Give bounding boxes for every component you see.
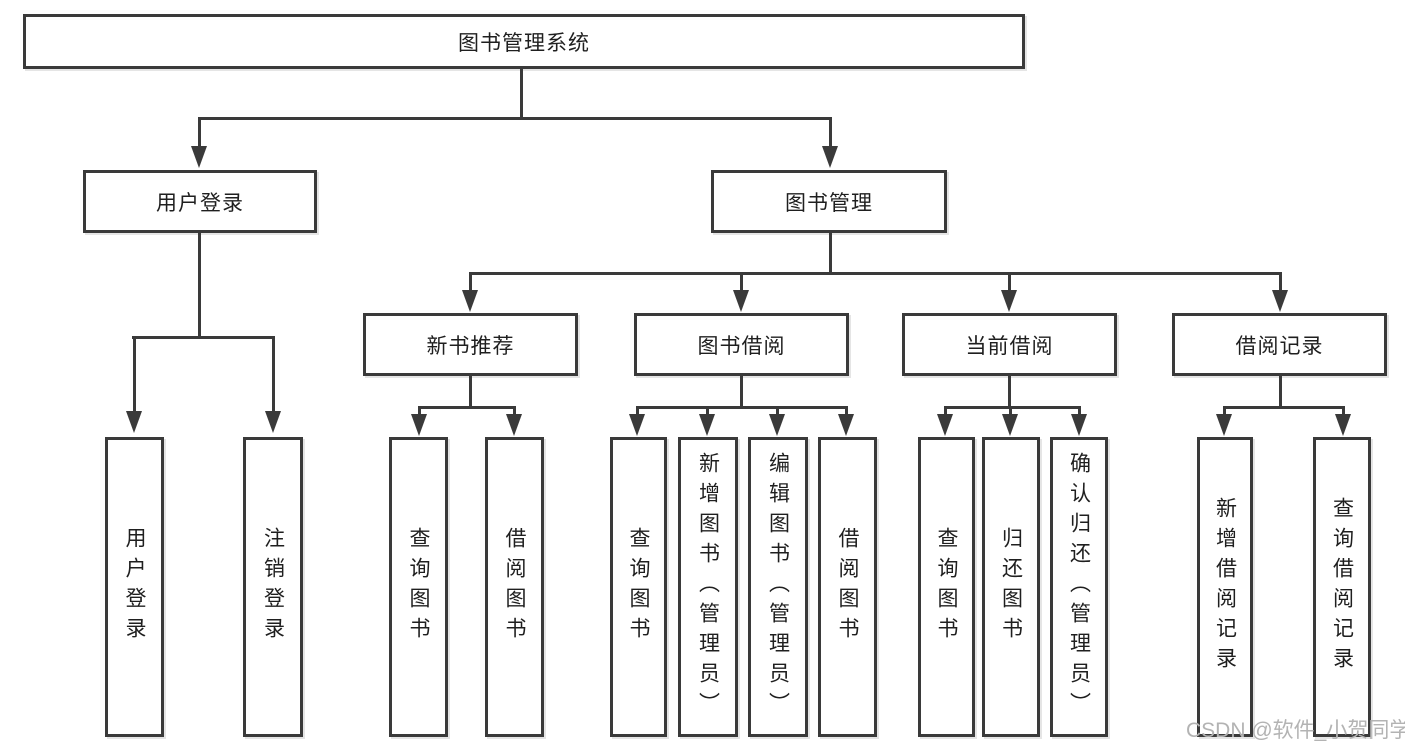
leaf-query-books-current: 查询图书 [918,437,975,737]
arrow-down-icon [937,414,953,436]
arrow-down-icon [1002,414,1018,436]
connector-leaf-shaft [1342,406,1345,414]
arrow-down-icon [1001,290,1017,312]
connector-leaf-shaft [944,406,947,414]
leaf-return-books: 归还图书 [982,437,1040,737]
connector-leaf-shaft [513,406,516,414]
connector-level2-rail [198,117,832,120]
connector-recommend-stem [469,376,472,408]
connector-group-shaft [1008,272,1011,290]
leaf-logout: 注销登录 [243,437,303,737]
connector-leaf-shaft [1009,406,1012,414]
connector-leaf-shaft [776,406,779,414]
connector-record-rail [1223,406,1345,409]
node-borrow-record-label: 借阅记录 [1235,334,1324,358]
connector-leaf-shaft [272,336,275,411]
node-user-login: 用户登录 [83,170,317,233]
leaf-add-borrow-record-label: 新增借阅记录 [1213,497,1237,677]
arrow-down-icon [769,414,785,436]
connector-leaf-shaft [1223,406,1226,414]
arrow-down-icon [265,411,281,433]
node-book-management-label: 图书管理 [785,191,873,215]
node-root: 图书管理系统 [23,14,1025,69]
leaf-query-borrow-record: 查询借阅记录 [1313,437,1371,737]
leaf-add-books-admin: 新增图书（管理员） [678,437,738,737]
leaf-borrow-books-recommend: 借阅图书 [485,437,544,737]
node-current-borrow: 当前借阅 [902,313,1117,376]
arrow-down-icon [1272,290,1288,312]
node-current-borrow-label: 当前借阅 [965,334,1054,358]
arrow-down-icon [838,414,854,436]
connector-leaf-shaft [133,336,136,411]
arrow-down-icon [733,290,749,312]
leaf-query-books-recommend-label: 查询图书 [407,527,430,647]
csdn-watermark: CSDN @软件_小贺同学 [1186,719,1405,742]
leaf-logout-label: 注销登录 [261,527,285,647]
connector-borrow-stem [740,376,743,408]
leaf-return-books-label: 归还图书 [999,527,1023,647]
arrow-down-icon [822,146,838,168]
leaf-edit-books-admin: 编辑图书（管理员） [748,437,808,737]
leaf-query-books-recommend: 查询图书 [389,437,448,737]
leaf-user-login-label: 用户登录 [123,527,146,647]
arrow-down-icon [462,290,478,312]
leaf-query-books-borrow-label: 查询图书 [627,527,650,647]
leaf-add-books-admin-label: 新增图书（管理员） [696,452,720,722]
leaf-query-borrow-record-label: 查询借阅记录 [1330,497,1354,677]
leaf-borrow-books: 借阅图书 [818,437,877,737]
connector-leaf-shaft [636,406,639,414]
connector-level3-rail [469,272,1281,275]
connector-mgmt-stem [829,233,832,274]
arrow-down-icon [699,414,715,436]
leaf-confirm-return-admin-label: 确认归还（管理员） [1067,452,1091,722]
arrow-down-icon [629,414,645,436]
connector-user-login-shaft [198,117,201,146]
connector-borrow-rail [636,406,848,409]
connector-current-rail [944,406,1081,409]
leaf-borrow-books-recommend-label: 借阅图书 [503,527,526,647]
node-borrow-record: 借阅记录 [1172,313,1387,376]
arrow-down-icon [1216,414,1232,436]
connector-leaf-shaft [706,406,709,414]
leaf-edit-books-admin-label: 编辑图书（管理员） [766,452,790,722]
node-new-book-recommend: 新书推荐 [363,313,578,376]
connector-user-branch-rail [132,336,275,339]
leaf-add-borrow-record: 新增借阅记录 [1197,437,1253,737]
connector-user-branch-stem [198,233,201,338]
leaf-borrow-books-label: 借阅图书 [836,527,859,647]
leaf-confirm-return-admin: 确认归还（管理员） [1050,437,1108,737]
node-user-login-label: 用户登录 [156,191,244,215]
arrow-down-icon [506,414,522,436]
leaf-user-login: 用户登录 [105,437,164,737]
node-new-book-recommend-label: 新书推荐 [426,334,515,358]
arrow-down-icon [126,411,142,433]
connector-leaf-shaft [418,406,421,414]
arrow-down-icon [191,146,207,168]
connector-record-stem [1279,376,1282,408]
connector-recommend-rail [418,406,515,409]
arrow-down-icon [1071,414,1087,436]
connector-root-stem [520,69,523,118]
node-book-borrow: 图书借阅 [634,313,849,376]
connector-group-shaft [469,272,472,290]
node-book-borrow-label: 图书借阅 [697,334,786,358]
connector-leaf-shaft [1078,406,1081,414]
arrow-down-icon [411,414,427,436]
connector-book-mgmt-shaft [829,117,832,146]
connector-group-shaft [740,272,743,290]
connector-group-shaft [1279,272,1282,290]
leaf-query-books-current-label: 查询图书 [935,527,958,647]
arrow-down-icon [1335,414,1351,436]
node-book-management: 图书管理 [711,170,947,233]
node-root-label: 图书管理系统 [458,31,590,55]
connector-current-stem [1008,376,1011,408]
connector-leaf-shaft [845,406,848,414]
leaf-query-books-borrow: 查询图书 [610,437,667,737]
